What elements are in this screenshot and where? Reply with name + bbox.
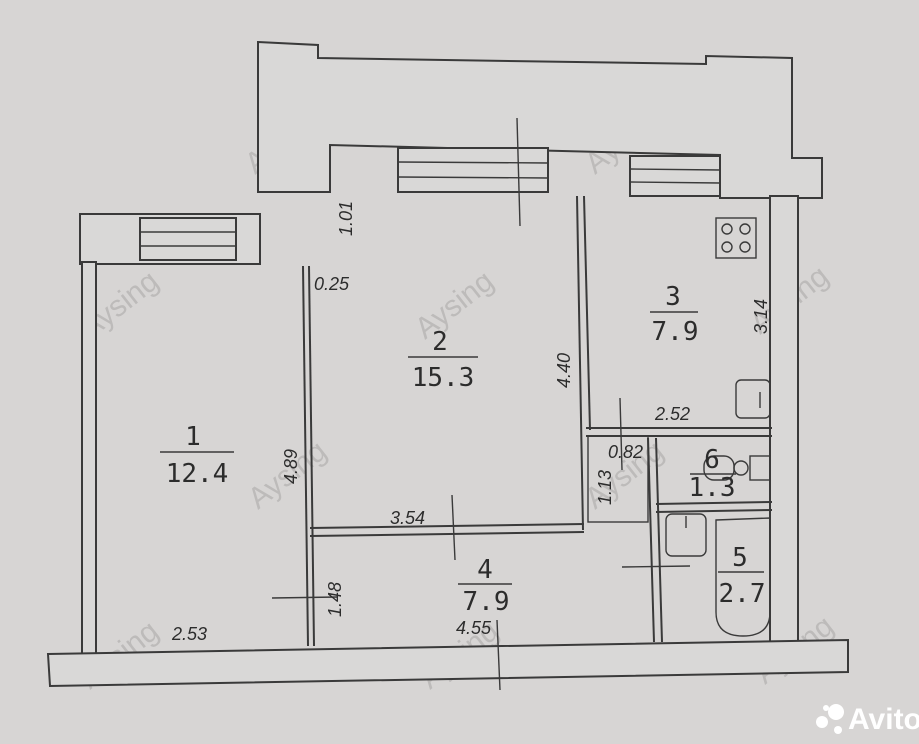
bathtub-icon (715, 517, 771, 637)
wall-room-4-bath (647, 437, 655, 643)
dimension-label: 4.55 (456, 618, 492, 638)
avito-logo-text: Avito (848, 703, 919, 736)
wall-room-2-3 (576, 195, 584, 531)
room-number: 5 (732, 543, 748, 573)
room-2-label: 2 15.3 (408, 327, 478, 393)
outer-walls (46, 40, 849, 688)
room-3-label: 3 7.9 (650, 282, 698, 347)
room-number: 6 (704, 445, 720, 475)
dimension-label: 1.48 (325, 582, 345, 617)
stove-icon (715, 217, 757, 259)
washbasin-icon (665, 513, 707, 557)
dimension-label: 3.54 (390, 508, 425, 528)
window-room-2 (397, 147, 549, 193)
dimension-label: 2.52 (654, 404, 690, 424)
room-area: 7.9 (652, 317, 699, 347)
avito-logo: Avito (816, 703, 919, 736)
room-labels: 1 12.4 2 15.3 3 7.9 4 7.9 5 2.7 6 1.3 (160, 282, 765, 617)
room-area: 2.7 (719, 579, 766, 609)
dimension-label: 4.89 (281, 449, 301, 484)
toilet-icon (703, 455, 771, 481)
window-room-3 (629, 155, 721, 197)
dimension-label: 0.82 (608, 442, 643, 462)
room-area: 7.9 (463, 587, 510, 617)
room-area: 12.4 (166, 459, 229, 489)
dimension-label: 4.40 (554, 353, 574, 388)
room-number: 1 (185, 422, 201, 452)
dimension-label: 3.14 (751, 299, 771, 334)
windows (139, 147, 721, 261)
left-wall (81, 261, 97, 655)
dimension-labels: 1.01 0.25 4.40 3.14 2.52 4.89 0.82 1.13 … (171, 201, 771, 644)
door-marks (271, 117, 691, 691)
room-1-label: 1 12.4 (160, 422, 234, 489)
dimension-label: 1.01 (336, 201, 356, 236)
right-wall (769, 195, 799, 647)
dimension-label: 2.53 (171, 624, 207, 644)
room-number: 4 (477, 555, 493, 585)
window-room-1 (139, 217, 237, 261)
wall-room-1-2 (302, 265, 309, 647)
kitchen-sink-icon (735, 379, 771, 419)
top-wall-block (257, 40, 823, 199)
room-area: 1.3 (689, 473, 736, 503)
room-number: 3 (665, 282, 681, 312)
dimension-label: 0.25 (314, 274, 350, 294)
watermark: Aysing (409, 264, 500, 345)
room-number: 2 (432, 327, 448, 357)
corridor-nook (587, 435, 649, 523)
room-4-label: 4 7.9 (458, 555, 512, 617)
room-area: 15.3 (412, 363, 475, 393)
bottom-wall (46, 638, 849, 688)
wall-room-6-5 (655, 501, 773, 505)
room-5-label: 5 2.7 (718, 543, 765, 609)
fixtures (665, 217, 771, 637)
room-6-label: 6 1.3 (689, 445, 736, 503)
partitions (302, 195, 773, 647)
wall-room-2-4 (309, 523, 585, 529)
dimension-label: 1.13 (595, 470, 615, 505)
